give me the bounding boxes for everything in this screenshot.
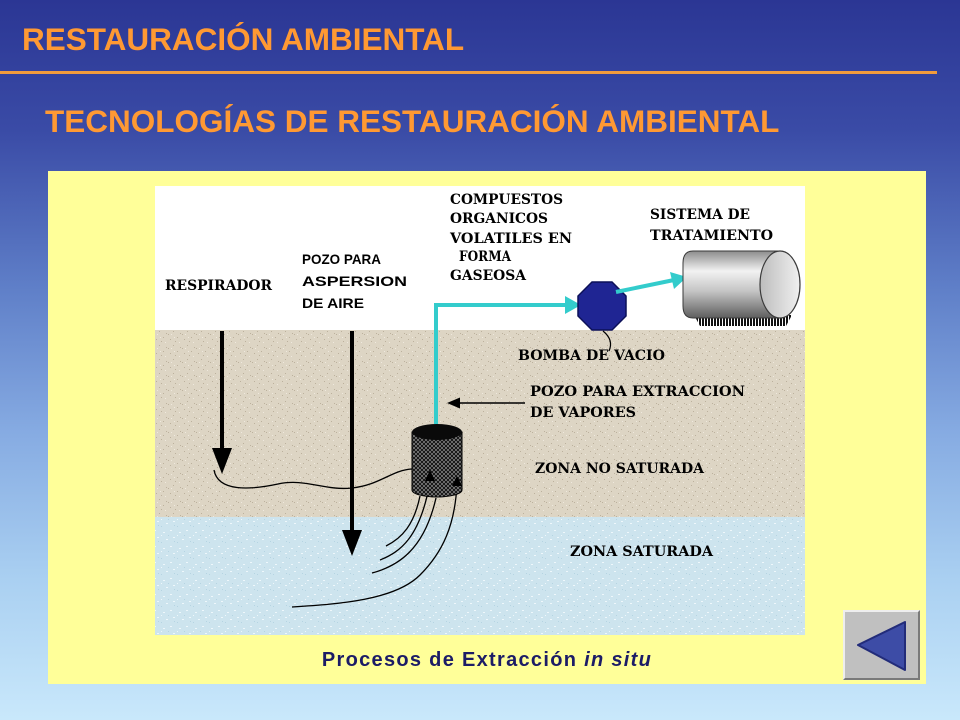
saturated-water-zone (155, 517, 805, 635)
caption-italic-text: in situ (584, 649, 653, 671)
air-sparging-arrow-head (342, 530, 362, 556)
extraction-well-pointer (447, 397, 525, 409)
label-compuestos-line-2: ORGANICOS (450, 211, 548, 227)
label-compuestos-line-4: FORMA (459, 249, 512, 265)
label-zona-saturada: ZONA SATURADA (570, 544, 714, 560)
vapor-flow-arrowhead-2 (452, 476, 462, 486)
vapor-flow-line-long (291, 483, 458, 608)
tank-body (682, 250, 781, 319)
tank-end (759, 250, 801, 319)
label-respirador: RESPIRADOR (165, 278, 272, 294)
slide-subtitle: TECNOLOGÍAS DE RESTAURACIÓN AMBIENTAL (45, 103, 780, 139)
respirador-arrow-head (212, 448, 232, 474)
label-sistema-line-2: TRATAMIENTO (650, 228, 773, 244)
treatment-system-tank (682, 250, 801, 326)
well-top (412, 424, 462, 440)
label-pozo-aspersion-line-1: POZO PARA (302, 251, 381, 267)
vapor-flow-line-3 (371, 497, 437, 574)
vapor-flow-arrowhead-1 (425, 470, 435, 481)
respirador-arrow (212, 331, 232, 474)
label-pozo-aspersion-line-3: DE AIRE (302, 295, 364, 311)
label-pozo-extraccion-line-2: DE VAPORES (530, 405, 636, 421)
gas-pipe-to-treatment (615, 278, 675, 294)
label-sistema-line-1: SISTEMA DE (650, 207, 750, 223)
vacuum-pump (577, 281, 627, 331)
label-compuestos-line-5: GASEOSA (450, 268, 527, 284)
back-button[interactable] (843, 610, 920, 680)
label-compuestos-line-1: COMPUESTOS (450, 192, 563, 208)
vapor-pipe-to-pump (434, 303, 567, 424)
triangle-left-icon (857, 621, 906, 671)
label-pozo-aspersion-line-2: ASPERSION (302, 273, 407, 289)
label-zona-no-saturada: ZONA NO SATURADA (535, 461, 705, 477)
diagram-caption: Procesos de Extracción in situ (48, 647, 926, 673)
unsaturated-soil-zone (155, 330, 805, 517)
label-compuestos-line-3: VOLATILES EN (449, 231, 572, 247)
slide-title: RESTAURACIÓN AMBIENTAL (22, 21, 465, 57)
vacuum-pump-pointer (602, 330, 612, 352)
triangle-left-shape (857, 621, 906, 671)
vapor-pipe-arrowhead (565, 296, 581, 314)
well-body (411, 431, 463, 498)
title-underline (0, 71, 937, 74)
vapor-flow-line-2 (379, 481, 431, 561)
vapor-extraction-diagram: COMPUESTOS ORGANICOS VOLATILES EN FORMA … (155, 186, 805, 635)
air-sparging-well-arrow (342, 331, 362, 556)
label-bomba-de-vacio: BOMBA DE VACIO (518, 348, 665, 364)
vapor-extraction-well (411, 424, 463, 498)
diagram-panel: COMPUESTOS ORGANICOS VOLATILES EN FORMA … (48, 171, 926, 684)
air-flow-line-respirador (213, 468, 413, 490)
extraction-well-pointer-head (447, 397, 460, 409)
label-pozo-extraccion-line-1: POZO PARA EXTRACCION (530, 384, 745, 400)
caption-text: Procesos de Extracción (321, 649, 578, 671)
vapor-flow-line-1 (385, 495, 421, 547)
